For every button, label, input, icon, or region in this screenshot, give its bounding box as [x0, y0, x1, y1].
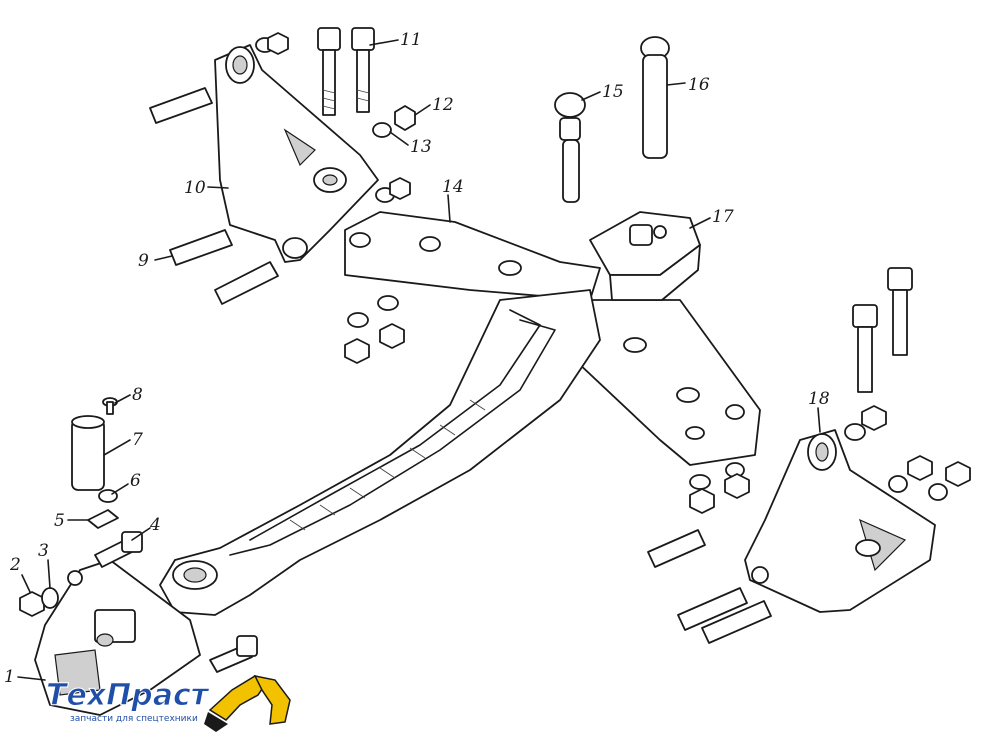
- bolt-right-a: [887, 267, 913, 356]
- bolt-part-11b: [351, 27, 375, 113]
- stud-bottom-right-b: [701, 600, 772, 644]
- excavator-icon: [204, 674, 291, 732]
- callout-16: 16: [688, 75, 710, 95]
- nuts-top-bracket: [255, 32, 411, 203]
- left-bracket-part-10: [214, 44, 379, 263]
- nuts-right-beam: [689, 462, 750, 514]
- washer-part-3: [41, 587, 59, 609]
- callout-13: 13: [410, 137, 432, 157]
- sleeve-part-7: [71, 415, 105, 491]
- leader-lines: [17, 39, 821, 681]
- stud-bottom-right-a: [677, 587, 748, 631]
- bolt-lower-left-support: [209, 635, 258, 673]
- callout-17: 17: [712, 207, 734, 227]
- plate-part-5: [87, 509, 119, 529]
- stud-part-9: [169, 229, 233, 266]
- main-frame-part-14: [159, 211, 761, 616]
- callout-6: 6: [130, 471, 141, 491]
- callout-12: 12: [432, 95, 454, 115]
- hinge-block-part-17: [589, 211, 701, 301]
- callout-9: 9: [138, 251, 149, 271]
- callout-2: 2: [9, 555, 21, 575]
- bolt-right-b: [852, 304, 878, 393]
- watermark-logo: ТехПраст запчасти для спецтехники: [46, 674, 291, 732]
- callout-15: 15: [602, 82, 624, 102]
- bolt-part-11a: [317, 27, 341, 116]
- stud-lower-left: [214, 261, 279, 305]
- callout-5: 5: [54, 511, 65, 531]
- watermark-tagline: запчасти для спецтехники: [70, 714, 198, 724]
- nuts-right-bracket: [844, 405, 971, 501]
- washer-part-13: [372, 122, 392, 138]
- callout-18: 18: [808, 389, 830, 409]
- callout-labels: 1 2 3 4 5 6 7 8 9 10 11 12 13 14 15 16 1…: [4, 30, 830, 687]
- lower-left-support-part-1: [34, 559, 201, 716]
- stud-upper-left: [149, 87, 213, 124]
- pin-part-15: [554, 92, 586, 203]
- stud-lower-middle: [647, 529, 706, 568]
- callout-1: 1: [4, 667, 15, 687]
- callout-10: 10: [184, 178, 206, 198]
- nut-part-2: [19, 591, 45, 617]
- nut-part-12: [394, 105, 416, 131]
- nuts-under-top-beam: [344, 295, 405, 364]
- callout-4: 4: [149, 515, 161, 535]
- callout-8: 8: [132, 385, 143, 405]
- callout-7: 7: [132, 430, 143, 450]
- callout-11: 11: [400, 30, 422, 50]
- right-bracket-part-18: [744, 429, 936, 613]
- callout-14: 14: [442, 177, 464, 197]
- screw-part-8: [102, 397, 118, 415]
- callout-3: 3: [38, 541, 49, 561]
- watermark-brand: ТехПраст: [46, 678, 210, 713]
- pin-part-16: [640, 36, 670, 159]
